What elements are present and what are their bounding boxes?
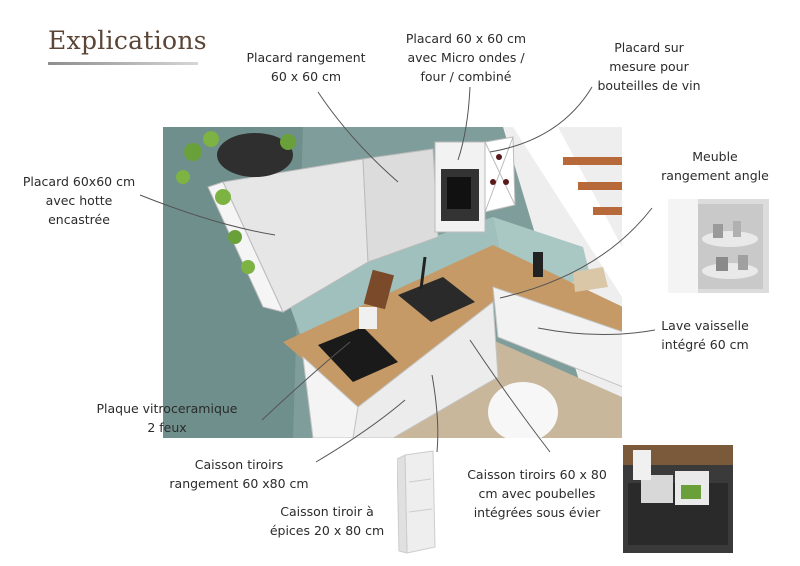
label-caisson-poubelles: Caisson tiroirs 60 x 80 cm avec poubelle… xyxy=(467,467,607,520)
label-lave-vaisselle: Lave vaisselle intégré 60 cm xyxy=(661,318,749,352)
photo-bin-drawer xyxy=(623,445,733,553)
sink-icon xyxy=(398,277,475,322)
label-placard-hotte: Placard 60x60 cm avec hotte encastrée xyxy=(22,174,136,227)
label-placard-rangement: Placard rangement 60 x 60 cm xyxy=(246,50,366,84)
label-meuble-angle: Meuble rangement angle xyxy=(661,149,769,183)
title-underline xyxy=(48,62,198,65)
page-title: Explications xyxy=(48,26,207,55)
plant-icon xyxy=(217,133,293,177)
photo-spice-cabinet xyxy=(397,447,443,555)
backsplash xyxy=(283,217,503,342)
label-placard-micro: Placard 60 x 60 cm avec Micro ondes / fo… xyxy=(405,31,527,84)
photo-corner-storage xyxy=(668,199,769,293)
hob-icon xyxy=(318,327,398,382)
label-plaque: Plaque vitroceramique 2 feux xyxy=(96,401,238,435)
kitchen-render xyxy=(163,127,622,438)
label-caisson-epices: Caisson tiroir à épices 20 x 80 cm xyxy=(269,504,385,538)
dishwasher-front xyxy=(492,286,622,388)
label-placard-vin: Placard sur mesure pour bouteilles de vi… xyxy=(597,40,701,93)
label-caisson-tiroirs: Caisson tiroirs rangement 60 x80 cm xyxy=(169,457,309,491)
